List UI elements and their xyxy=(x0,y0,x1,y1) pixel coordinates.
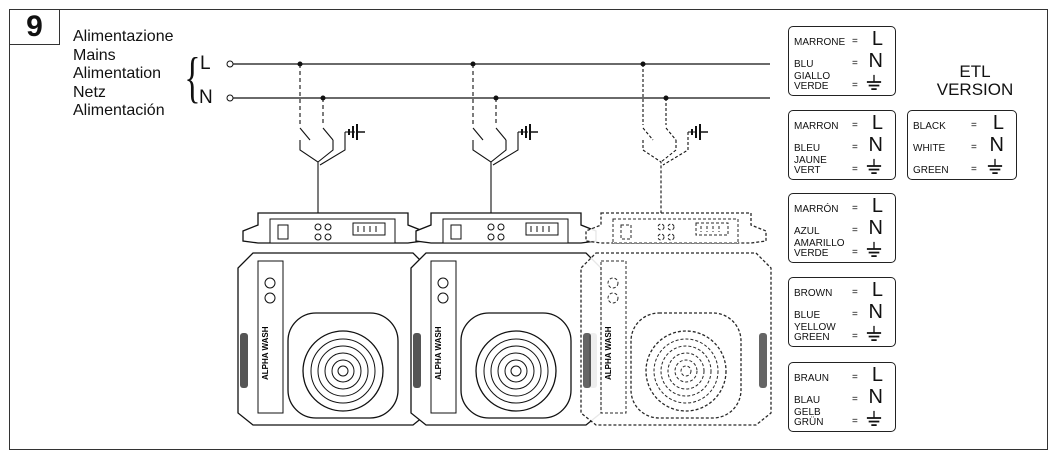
figure-frame xyxy=(9,9,1048,450)
fixture-brand-1: ALPHA WASH xyxy=(261,326,270,380)
legend-color-live: BRAUN xyxy=(794,372,830,384)
fixture-brand-3: ALPHA WASH xyxy=(604,326,613,380)
supply-label-en: Mains xyxy=(73,46,116,64)
equals-sign: = xyxy=(852,80,858,91)
ground-icon xyxy=(866,73,882,91)
supply-label-it: Alimentazione xyxy=(73,28,174,45)
live-symbol: L xyxy=(871,195,883,217)
ground-icon xyxy=(866,157,882,175)
live-symbol: L xyxy=(871,364,883,386)
equals-sign: = xyxy=(971,142,977,153)
equals-sign: = xyxy=(852,203,858,214)
etl-title-line-2: VERSION xyxy=(936,80,1014,99)
equals-sign: = xyxy=(852,164,858,175)
live-symbol: L xyxy=(871,28,883,50)
legend-color-neutral: BLEU xyxy=(794,142,821,154)
legend-color-neutral: BLAU xyxy=(794,394,821,406)
neutral-symbol: N xyxy=(868,386,883,408)
supply-label-fr: Alimentation xyxy=(73,65,162,82)
live-line-label: L xyxy=(200,53,211,74)
equals-sign: = xyxy=(852,58,858,69)
equals-sign: = xyxy=(852,120,858,131)
equals-sign: = xyxy=(852,416,858,427)
equals-sign: = xyxy=(852,247,858,258)
equals-sign: = xyxy=(852,394,858,405)
ground-icon xyxy=(866,409,882,427)
legend-color-live: MARRÓN xyxy=(794,203,839,215)
ground-icon xyxy=(866,324,882,342)
live-symbol: L xyxy=(871,112,883,134)
equals-sign: = xyxy=(852,309,858,320)
equals-sign: = xyxy=(971,120,977,131)
legend-color-neutral: WHITE xyxy=(913,142,946,154)
legend-color-neutral: BLU xyxy=(794,58,814,70)
legend-etl: BLACK = L WHITE = N GREEN = xyxy=(907,110,1017,180)
etl-title-line-1: ETL xyxy=(959,62,991,81)
equals-sign: = xyxy=(971,164,977,175)
neutral-symbol: N xyxy=(868,301,883,323)
supply-label-es: Alimentación xyxy=(73,102,165,119)
neutral-line-label: N xyxy=(199,87,213,108)
fixture-brand-2: ALPHA WASH xyxy=(434,326,443,380)
legend-color-live: MARRON xyxy=(794,120,839,132)
supply-labels: Alimentazione Mains Alimentation Netz Al… xyxy=(73,28,174,121)
legend-color-live: BROWN xyxy=(794,287,833,299)
legend-color-earth: GREEN xyxy=(913,164,949,176)
equals-sign: = xyxy=(852,372,858,383)
equals-sign: = xyxy=(852,142,858,153)
equals-sign: = xyxy=(852,331,858,342)
legend-color-neutral: AZUL xyxy=(794,225,820,237)
etl-version-title: ETL VERSION xyxy=(935,63,1015,99)
legend-color-neutral: BLUE xyxy=(794,309,821,321)
brace-icon: { xyxy=(184,47,201,109)
live-symbol: L xyxy=(871,279,883,301)
neutral-symbol: N xyxy=(868,217,883,239)
equals-sign: = xyxy=(852,225,858,236)
figure-number: 9 xyxy=(9,9,60,45)
legend-color-live: MARRONE xyxy=(794,36,846,48)
live-symbol: L xyxy=(992,112,1004,134)
neutral-symbol: N xyxy=(868,134,883,156)
ground-icon xyxy=(987,157,1003,175)
neutral-symbol: N xyxy=(868,50,883,72)
ground-icon xyxy=(866,240,882,258)
equals-sign: = xyxy=(852,287,858,298)
legend-color-live: BLACK xyxy=(913,120,946,132)
neutral-symbol: N xyxy=(989,134,1004,156)
supply-label-de: Netz xyxy=(73,83,106,101)
equals-sign: = xyxy=(852,36,858,47)
